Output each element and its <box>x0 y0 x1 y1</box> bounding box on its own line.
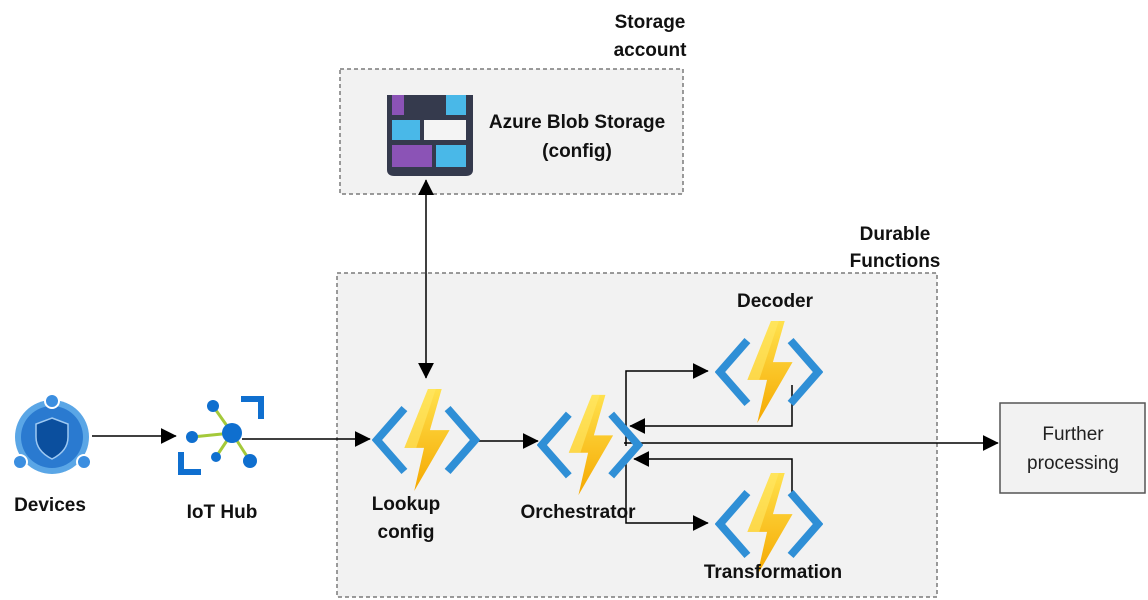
lookup-label-line1: Lookup <box>372 494 441 515</box>
lookup-label-line2: config <box>378 522 435 543</box>
iot-hub-icon <box>178 396 264 475</box>
lookup-config-node: Lookup config <box>372 389 475 543</box>
arrow-orchestrator-to-transformation <box>625 456 709 531</box>
decoder-label: Decoder <box>737 291 814 312</box>
blob-storage-icon <box>387 95 473 176</box>
further-processing-box <box>999 402 1146 494</box>
arrow-orchestrator-to-decoder <box>625 363 709 446</box>
blob-storage-label-line1: Azure Blob Storage <box>489 112 665 133</box>
transformation-label: Transformation <box>704 562 842 583</box>
decoder-node: Decoder <box>720 291 818 423</box>
further-label-line1: Further <box>1042 424 1104 445</box>
arrow-transformation-to-orchestrator <box>633 451 793 498</box>
transformation-node: Transformation <box>704 473 842 583</box>
blob-storage-label-line2: (config) <box>542 141 612 162</box>
durable-functions-label-line1: Durable <box>860 224 931 245</box>
durable-functions-label-line2: Functions <box>850 251 941 272</box>
devices-label: Devices <box>14 495 86 516</box>
storage-account-label-line2: account <box>614 40 688 61</box>
shield-circle-icon <box>12 393 92 474</box>
devices-node: Devices <box>12 393 92 516</box>
iot-hub-label: IoT Hub <box>187 502 258 523</box>
blob-storage-node: Azure Blob Storage (config) <box>387 95 665 176</box>
orchestrator-label: Orchestrator <box>520 502 636 523</box>
further-label-line2: processing <box>1027 453 1119 474</box>
further-processing-node: Further processing <box>999 402 1146 494</box>
iot-hub-node: IoT Hub <box>178 396 264 523</box>
connectors <box>92 179 999 531</box>
orchestrator-node: Orchestrator <box>520 395 638 523</box>
storage-account-label-line1: Storage <box>615 12 686 33</box>
